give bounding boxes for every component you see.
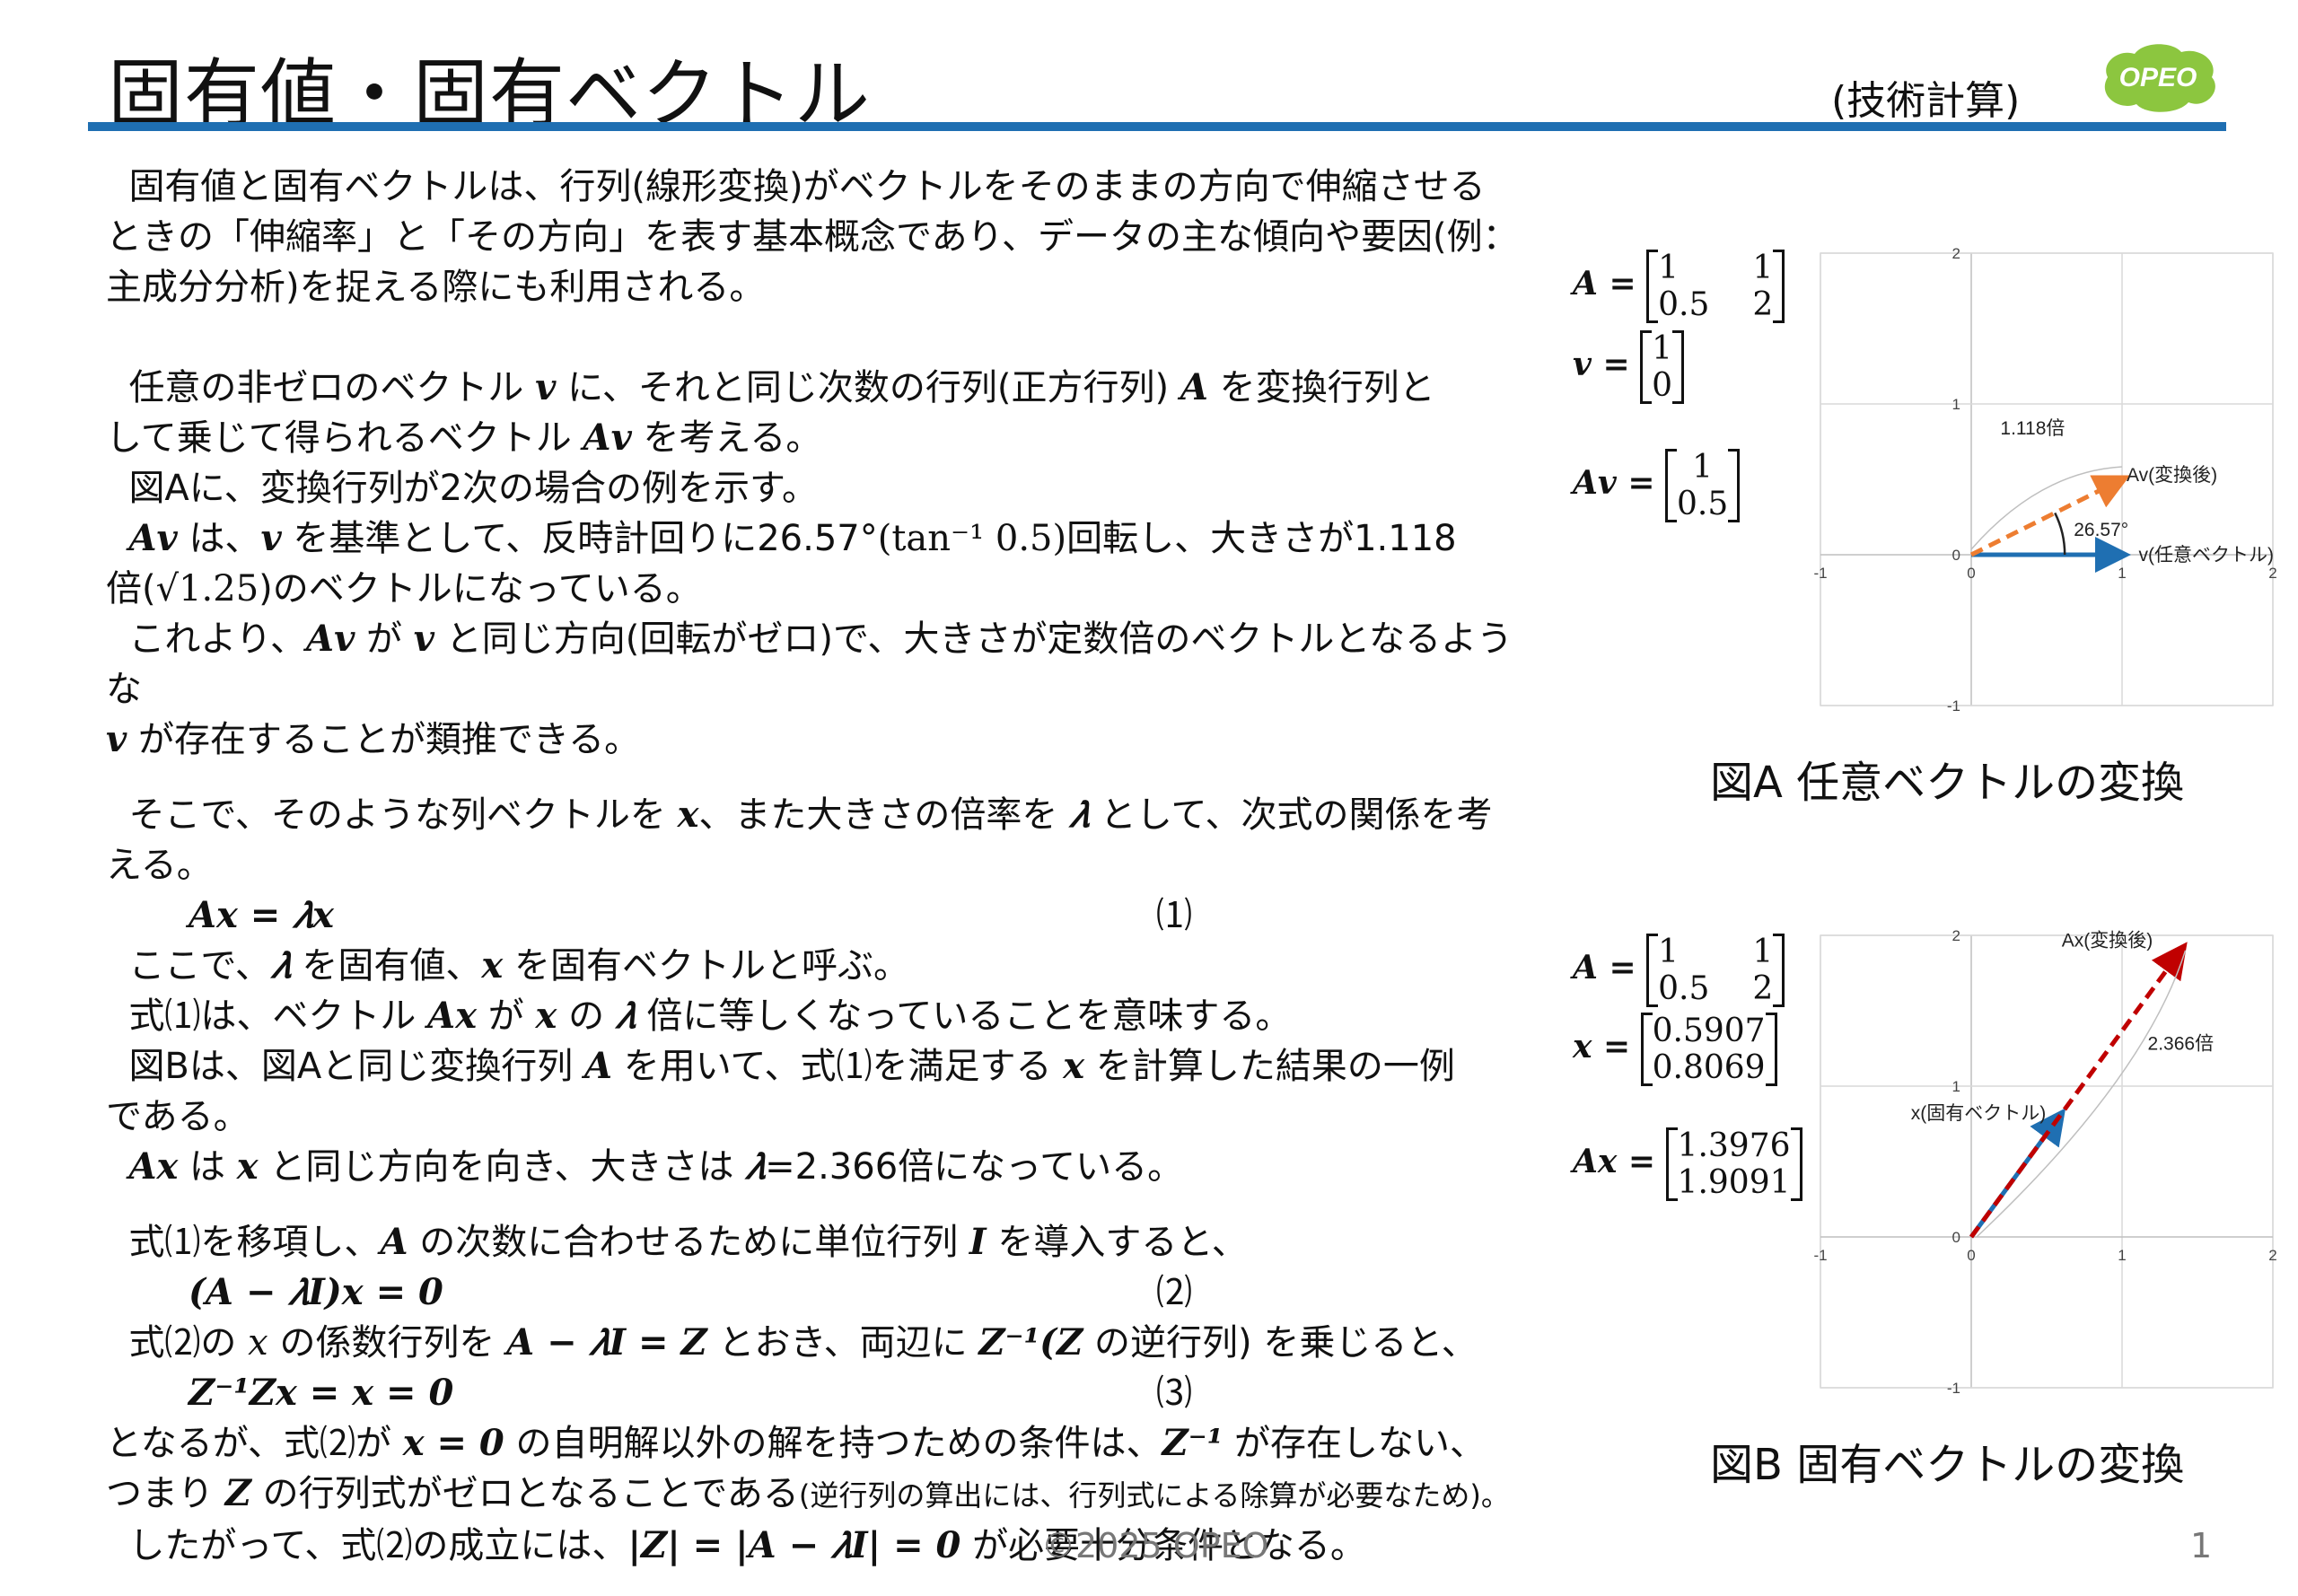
figB-series-1-line — [1969, 942, 2188, 1239]
paragraph-inference: これより、𝑨𝒗 が 𝒗 と同じ方向(回転がゼロ)で、大きさが定数倍のベクトルとな… — [106, 618, 1513, 760]
paragraph-rotation: 𝑨𝒗 は、𝒗 を基準として、反時計回りに26.57°(tan⁻¹ 0.5)回転し… — [106, 517, 1457, 609]
paragraph-identity: 式⑴を移項し、𝑨 の次数に合わせるために単位行列 𝑰 を導入すると、 — [128, 1221, 1248, 1263]
figA-xtick-label: 2 — [2268, 565, 2276, 582]
opeo-logo: OPEO — [2104, 44, 2215, 112]
figA-xtick-label: 0 — [1967, 565, 1975, 582]
page-number: 1 — [2190, 1526, 2213, 1565]
paragraph-meaning: 式⑴は、ベクトル 𝑨𝒙 が 𝒙 の 𝜆 倍に等しくなっていることを意味する。 — [128, 995, 1292, 1037]
figB-ytick-label: 2 — [1952, 927, 1960, 944]
figB-xtick-label: 1 — [2118, 1247, 2126, 1264]
figB-series-label-x: x(固有ベクトル) — [1911, 1103, 2047, 1124]
figB-plot-frame — [1820, 934, 2274, 1389]
figB-xtick-label: 2 — [2268, 1247, 2276, 1264]
figA-xtick-label: -1 — [1813, 565, 1827, 582]
paragraph-figA-ref: 図Aに、変換行列が2次の場合の例を示す。 — [128, 468, 819, 509]
paragraph-intro: 固有値と固有ベクトルは、行列(線形変換)がベクトルをそのままの方向で伸縮させると… — [106, 166, 1519, 308]
figA-scale-arc — [1970, 466, 2123, 550]
figA-series-1-line — [1969, 475, 2130, 557]
figB-xtick-label: -1 — [1813, 1247, 1827, 1264]
figB-caption: 図B 固有ベクトルの変換 — [1710, 1440, 2185, 1490]
main-text: 固有値と固有ベクトルは、行列(線形変換)がベクトルをそのままの方向で伸縮させると… — [106, 162, 1524, 1571]
figB-ytick-label: -1 — [1947, 1380, 1960, 1397]
equation-2: (𝑨 − 𝜆𝑰)𝒙 = 0⑵ — [189, 1271, 1192, 1313]
figA-xtick-label: 1 — [2118, 565, 2126, 582]
figB-ytick-label: 1 — [1952, 1078, 1960, 1095]
figB-scale-arc — [1976, 950, 2187, 1238]
paragraph-eq-intro: そこで、そのような列ベクトルを 𝒙、また大きさの倍率を 𝜆 として、次式の関係を… — [106, 794, 1493, 886]
figA-series-label-Av: Av(変換後) — [2127, 465, 2217, 486]
category-label: (技術計算) — [1831, 78, 2021, 124]
paragraph-naming: ここで、𝜆 を固有値、𝒙 を固有ベクトルと呼ぶ。 — [128, 944, 909, 987]
paragraph-inverse: 式⑵の 𝑥 の係数行列を 𝑨 − 𝜆𝑰 = 𝒁 とおき、両辺に 𝒁⁻¹(𝒁 の逆… — [128, 1321, 1478, 1364]
figA-series-label-v: v(任意ベクトル) — [2138, 545, 2274, 566]
figA-angle-label: 26.57° — [2074, 520, 2128, 540]
figA-ytick-label: 1 — [1952, 396, 1960, 413]
equation-3: 𝒁⁻¹𝒁𝒙 = 𝒙 = 0⑶ — [189, 1372, 1192, 1414]
figB-scale-label: 2.366倍 — [2148, 1034, 2215, 1055]
logo-text: OPEO — [2119, 63, 2197, 92]
paragraph-conclusion: したがって、式⑵の成立には、|𝒁| = |𝑨 − 𝜆𝑰| = 0 が必要十分条件… — [128, 1524, 1366, 1566]
figB-xtick-label: 0 — [1967, 1247, 1975, 1264]
figA-origin-label: 0 — [1952, 547, 1960, 564]
figA-ytick-label: 2 — [1952, 245, 1960, 262]
header-rule — [88, 122, 2226, 131]
figA-ytick-label: -1 — [1947, 697, 1960, 715]
figA-chart: -1 0 1 2 -1 1 2 0 1.118倍 26.57° Av(変換後) v(任意ベクトル) — [1813, 245, 2276, 715]
paragraph-definition: 任意の非ゼロのベクトル 𝒗 に、それと同じ次数の行列(正方行列) 𝑨 を変換行列… — [106, 366, 1435, 459]
paragraph-figB-ref: 図Bは、図Aと同じ変換行列 𝑨 を用いて、式⑴を満足する 𝒙 を計算した結果の一… — [106, 1045, 1455, 1137]
figA-scale-label: 1.118倍 — [2000, 418, 2065, 439]
figA-angle-arc — [2054, 512, 2066, 556]
paragraph-condition: となるが、式⑵が 𝒙 = 0 の自明解以外の解を持つための条件は、𝒁⁻¹ が存在… — [106, 1422, 1510, 1514]
figA-caption: 図A 任意ベクトルの変換 — [1710, 758, 2185, 808]
figB-series-label-Ax: Ax(変換後) — [2062, 930, 2153, 951]
equation-1: 𝑨𝒙 = 𝜆𝒙⑴ — [189, 894, 1192, 936]
figB-origin-label: 0 — [1952, 1229, 1960, 1246]
figB-chart: -1 0 1 2 -1 1 2 0 2.366倍 Ax(変換後) x(固有ベクトル) — [1813, 927, 2276, 1397]
paragraph-eigen-result: 𝑨𝒙 は 𝒙 と同じ方向を向き、大きさは 𝜆=2.366倍になっている。 — [128, 1145, 1184, 1188]
copyright: ©2025 OPEO — [1041, 1526, 1269, 1565]
